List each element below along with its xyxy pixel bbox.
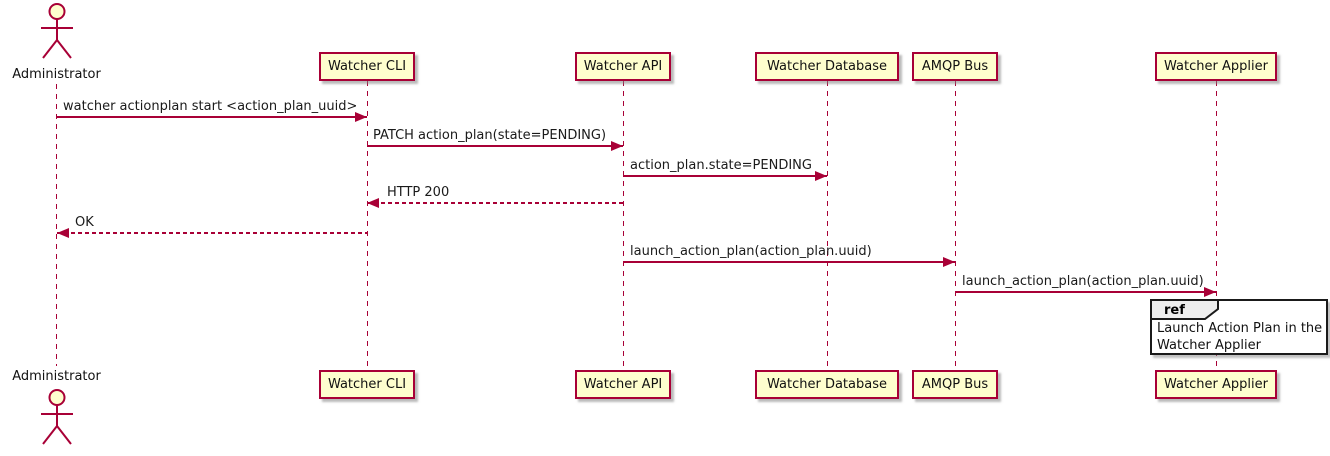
participant-amqp-bus-top: AMQP Bus bbox=[912, 52, 998, 81]
message-line bbox=[623, 261, 955, 263]
ref-body-line-2: Watcher Applier bbox=[1157, 337, 1261, 353]
arrowhead-left-icon bbox=[57, 228, 69, 238]
lifeline-watcher-api bbox=[623, 81, 624, 370]
message-line bbox=[367, 145, 623, 147]
administrator-actor-icon bbox=[41, 389, 73, 445]
lifeline-watcher-cli bbox=[367, 81, 368, 370]
message-label-launch-action-plan-amqp: launch_action_plan(action_plan.uuid) bbox=[962, 274, 1204, 289]
arrowhead-left-icon bbox=[367, 198, 379, 208]
ref-body-text: Launch Action Plan in the Watcher Applie… bbox=[1157, 321, 1322, 354]
message-line bbox=[623, 175, 827, 177]
ref-keyword: ref bbox=[1164, 303, 1185, 318]
administrator-actor-icon bbox=[41, 3, 73, 59]
message-label-patch-action-plan: PATCH action_plan(state=PENDING) bbox=[373, 128, 607, 143]
actor-label-administrator-bottom: Administrator bbox=[12, 369, 101, 384]
participant-watcher-cli-top: Watcher CLI bbox=[319, 52, 415, 81]
message-label-launch-action-plan-api: launch_action_plan(action_plan.uuid) bbox=[630, 244, 872, 259]
arrowhead-right-icon bbox=[1204, 287, 1216, 297]
message-label-http-200: HTTP 200 bbox=[387, 185, 450, 200]
lifeline-amqp-bus bbox=[955, 81, 956, 370]
arrowhead-right-icon bbox=[611, 141, 623, 151]
message-line bbox=[367, 202, 623, 204]
actor-label-administrator-top: Administrator bbox=[12, 67, 101, 82]
arrowhead-right-icon bbox=[355, 112, 367, 122]
message-label-state-pending: action_plan.state=PENDING bbox=[630, 158, 812, 173]
arrowhead-right-icon bbox=[943, 257, 955, 267]
message-label-ok: OK bbox=[75, 215, 94, 230]
message-line bbox=[57, 116, 367, 118]
ref-fragment: ref Launch Action Plan in the Watcher Ap… bbox=[1150, 299, 1328, 355]
lifeline-watcher-applier bbox=[1216, 81, 1217, 370]
message-label-start-actionplan: watcher actionplan start <action_plan_uu… bbox=[63, 99, 358, 114]
participant-watcher-applier-bottom: Watcher Applier bbox=[1155, 370, 1277, 399]
participant-watcher-database-bottom: Watcher Database bbox=[755, 370, 899, 399]
participant-watcher-database-top: Watcher Database bbox=[755, 52, 899, 81]
participant-amqp-bus-bottom: AMQP Bus bbox=[912, 370, 998, 399]
participant-watcher-cli-bottom: Watcher CLI bbox=[319, 370, 415, 399]
arrowhead-right-icon bbox=[815, 171, 827, 181]
message-line bbox=[57, 232, 367, 234]
participant-watcher-api-top: Watcher API bbox=[575, 52, 671, 81]
participant-watcher-api-bottom: Watcher API bbox=[575, 370, 671, 399]
lifeline-administrator bbox=[56, 84, 57, 366]
message-line bbox=[955, 291, 1216, 293]
ref-tab-shape bbox=[1150, 299, 1219, 320]
participant-watcher-applier-top: Watcher Applier bbox=[1155, 52, 1277, 81]
lifeline-watcher-database bbox=[827, 81, 828, 370]
ref-body-line-1: Launch Action Plan in the bbox=[1157, 321, 1323, 336]
